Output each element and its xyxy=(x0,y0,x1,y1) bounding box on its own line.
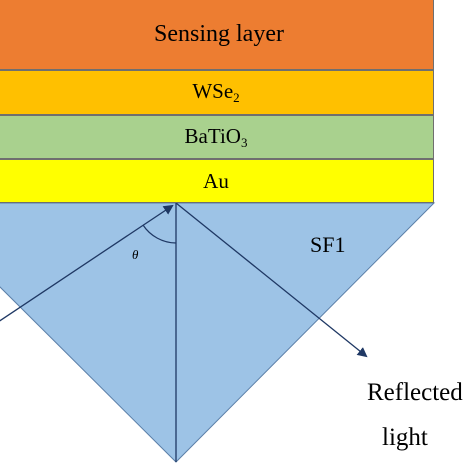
wse2-base-text: WSe xyxy=(192,79,234,103)
wse2-layer-label: WSe2 xyxy=(192,79,239,106)
batio3-layer: BaTiO3 xyxy=(0,115,434,159)
sensing-layer-label: Sensing layer xyxy=(154,20,284,47)
angle-label: θ xyxy=(132,247,139,262)
au-layer: Au xyxy=(0,159,434,203)
wse2-subscript: 2 xyxy=(233,90,240,105)
sensing-layer: Sensing layer xyxy=(0,0,434,70)
batio3-base-text: BaTiO xyxy=(184,123,241,148)
prism-label: SF1 xyxy=(310,232,346,257)
sf1-prism xyxy=(0,202,436,463)
reflected-ray xyxy=(175,202,368,358)
reflected-light-label: light xyxy=(382,424,428,451)
batio3-subscript: 3 xyxy=(240,134,248,150)
wse2-layer: WSe2 xyxy=(0,70,434,115)
reflected-label: Reflected xyxy=(367,379,463,406)
angle-arc xyxy=(142,224,177,244)
au-layer-label: Au xyxy=(203,168,229,193)
batio3-layer-label: BaTiO3 xyxy=(185,124,248,151)
